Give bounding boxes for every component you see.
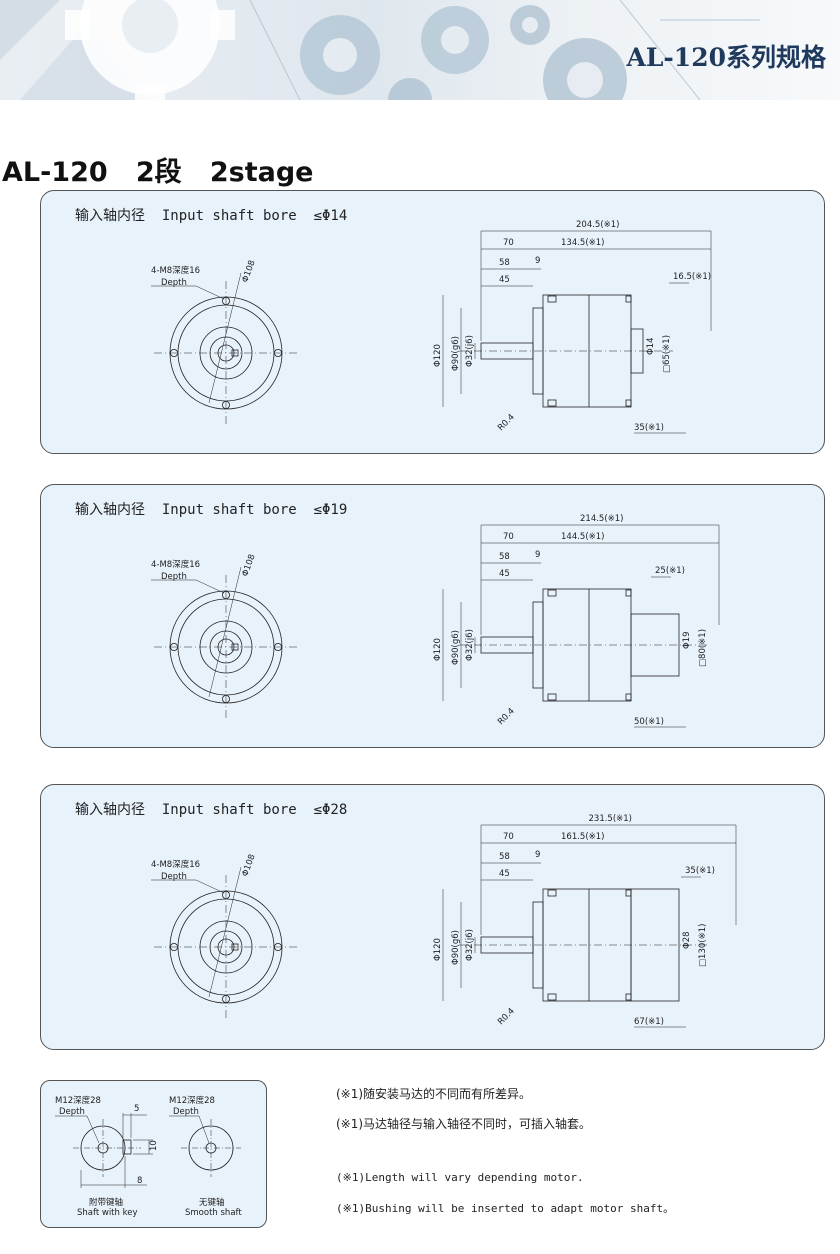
shaft-detail-panel: M12深度28 Depth 5 10 8 附带键轴 Shaft with key… [40,1080,267,1228]
dim-r: R0.4 [496,412,517,433]
leader [208,272,242,404]
dim-phi90: Φ90(g6) [451,930,461,965]
dim-8: 8 [137,1176,142,1186]
dim-square: □65(※1) [662,335,672,373]
hole-label-en: Depth [161,572,187,582]
note-en-1: (※1)Length will vary depending motor. [336,1171,584,1184]
panel-label: 输入轴内径 Input shaft bore ≤Φ19 [75,502,348,518]
leader [195,579,225,594]
dim-motor: 144.5(※1) [561,532,605,542]
dim-9: 9 [535,550,540,560]
leader [208,566,242,698]
caption-en: Shaft with key [77,1208,137,1218]
hole-label: M12深度28 [169,1095,215,1106]
dim-total: 214.5(※1) [580,514,624,524]
header-banner: AL-120系列规格 [0,0,840,100]
dim-9: 9 [535,256,540,266]
dim-58: 58 [499,552,510,562]
bolt [547,399,557,407]
bolt [547,889,557,897]
panel-label: 输入轴内径 Input shaft bore ≤Φ28 [75,802,348,818]
pcd-label: Φ108 [240,553,257,578]
shaft-detail-drawing: M12深度28 Depth 5 10 8 附带键轴 Shaft with key… [55,1095,242,1218]
bolt [625,889,632,897]
dim-motor: 161.5(※1) [561,832,605,842]
dim-45: 45 [499,869,510,879]
dim-45: 45 [499,569,510,579]
panel-label: 输入轴内径 Input shaft bore ≤Φ14 [75,208,348,224]
dim-70: 70 [503,532,514,542]
dim-phi120: Φ120 [433,638,443,661]
bolt [625,399,632,407]
dim-motor: 134.5(※1) [561,238,605,248]
dim-phi90: Φ90(g6) [451,630,461,665]
hole-label-en: Depth [161,278,187,288]
dim-bottom: 67(※1) [634,1017,664,1027]
bolt [547,295,557,303]
dim-5: 5 [134,1104,139,1114]
caption-en: Smooth shaft [185,1208,242,1218]
page-title: AL-120 2段 2stage [2,157,314,188]
bolt [547,693,557,701]
hole-label-en: Depth [161,872,187,882]
pcd-label: Φ108 [240,853,257,878]
note-cn-1: (※1)随安装马达的不同而有所差异。 [336,1087,532,1101]
dim-shaft: Φ28 [682,931,692,949]
caption-cn: 无键轴 [199,1197,225,1208]
dim-70: 70 [503,832,514,842]
dim-10: 10 [149,1140,159,1151]
dim-9: 9 [535,850,540,860]
dim-shaft: Φ19 [682,631,692,649]
caption-cn: 附带键轴 [89,1197,123,1208]
dim-r: R0.4 [496,706,517,727]
dim-bottom: 50(※1) [634,717,664,727]
dim-45: 45 [499,275,510,285]
hole-label: 4-M8深度16 [151,859,200,870]
dim-70: 70 [503,238,514,248]
hole-label-en: Depth [59,1107,85,1117]
banner-title: AL-120系列规格 [626,43,826,72]
dim-shaft: Φ14 [646,337,656,355]
dim-square: □130(※1) [698,924,708,967]
hole-label: 4-M8深度16 [151,559,200,570]
leader [208,866,242,998]
dim-phi90: Φ90(g6) [451,336,461,371]
bolt [547,993,557,1001]
bolt [625,589,632,597]
dim-phi32: Φ32(j6) [465,629,475,661]
hole-label-en: Depth [173,1107,199,1117]
dim-total: 204.5(※1) [576,220,620,230]
leader [195,879,225,894]
dim-spigot: 25(※1) [655,566,685,576]
pcd-label: Φ108 [240,259,257,284]
dim-total: 231.5(※1) [589,814,633,824]
note-cn-2: (※1)马达轴径与输入轴径不同时，可插入轴套。 [336,1117,592,1131]
dim-phi32: Φ32(j6) [465,335,475,367]
dim-spigot: 35(※1) [685,866,715,876]
dim-bottom: 35(※1) [634,423,664,433]
note-en-2: (※1)Bushing will be inserted to adapt mo… [336,1202,675,1215]
dim-58: 58 [499,258,510,268]
dim-phi120: Φ120 [433,938,443,961]
dim-58: 58 [499,852,510,862]
dim-square: □80(※1) [698,629,708,667]
bolt [625,295,632,303]
dim-phi120: Φ120 [433,344,443,367]
dim-phi32: Φ32(j6) [465,929,475,961]
hole-label: M12深度28 [55,1095,101,1106]
gear-decoration-icon [0,0,760,100]
bolt [625,693,632,701]
dim-r: R0.4 [496,1006,517,1027]
leader [195,285,225,300]
bolt [547,589,557,597]
hole-label: 4-M8深度16 [151,265,200,276]
dim-spigot: 16.5(※1) [673,272,711,282]
bolt [625,993,632,1001]
